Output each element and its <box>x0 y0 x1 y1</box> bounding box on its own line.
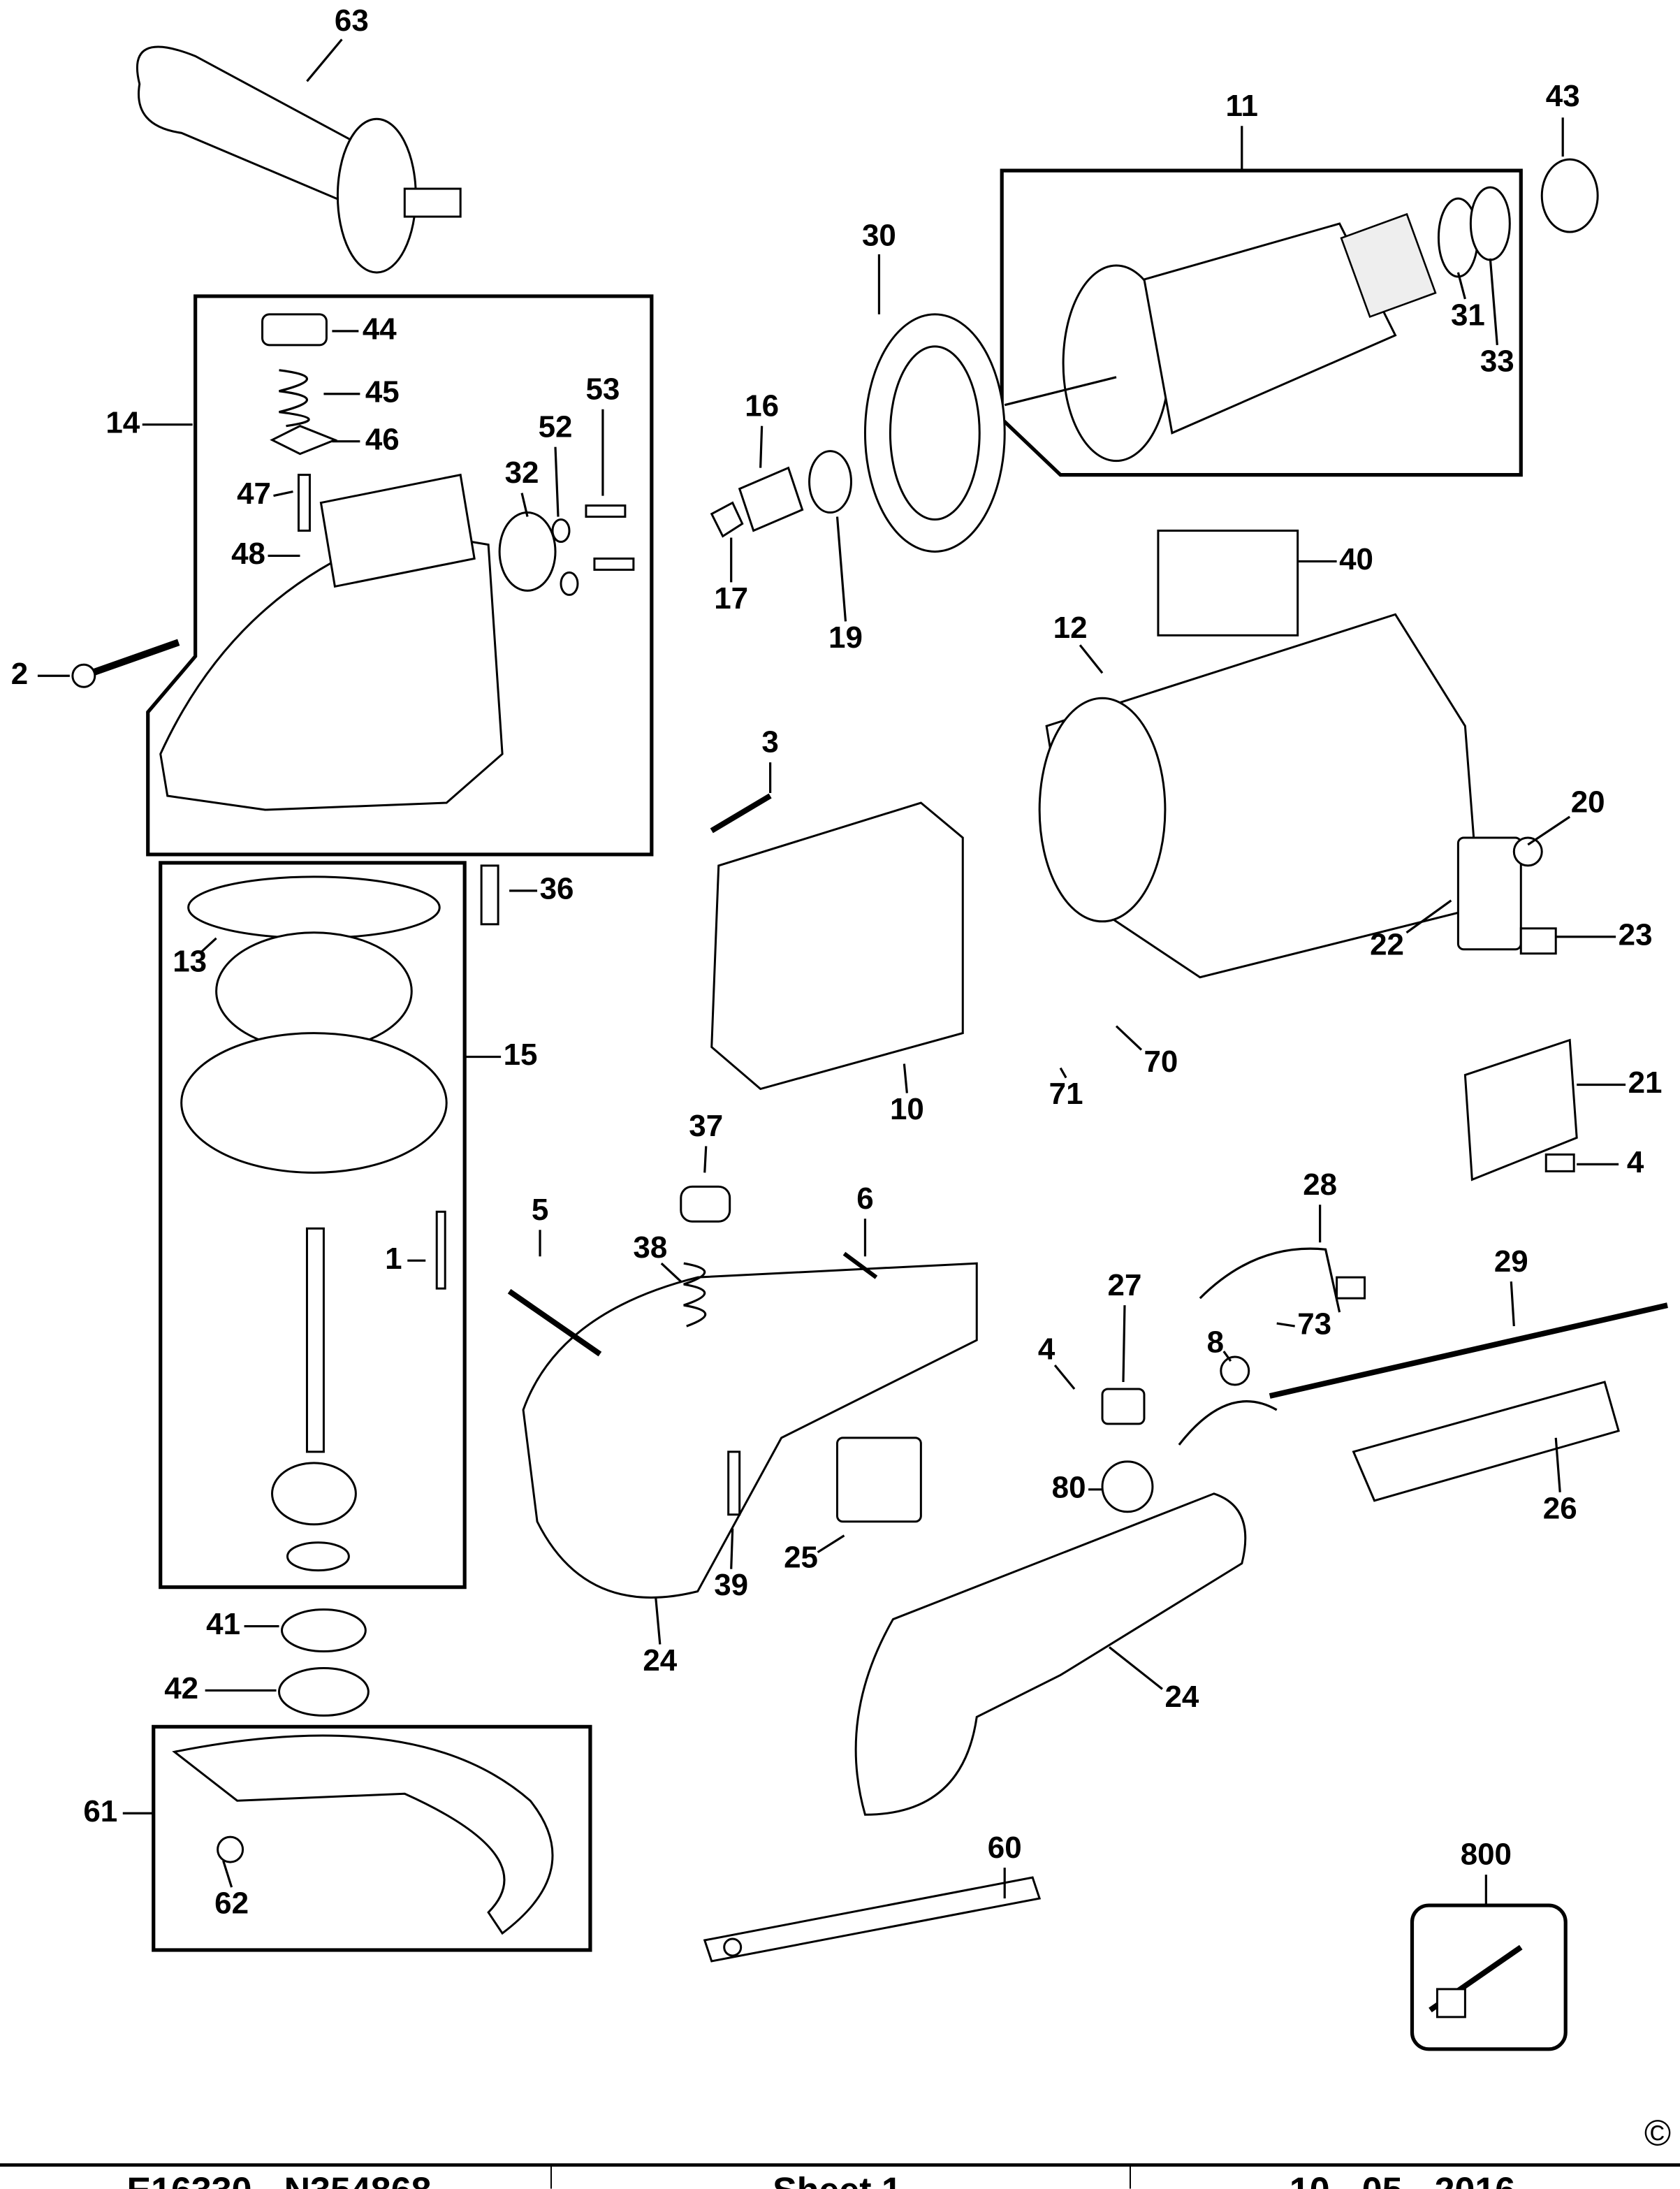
part-10-stator <box>710 793 964 1091</box>
callout: 63 <box>335 3 369 38</box>
callout: 12 <box>1053 611 1088 645</box>
callout: 5 <box>532 1193 548 1227</box>
part-30-baffle <box>863 313 1006 553</box>
model-number: E16330 - N354868 <box>127 2171 432 2189</box>
callout-labels: 63 11 43 30 31 33 14 44 45 46 47 48 53 5… <box>11 3 1663 1921</box>
callout: 28 <box>1303 1168 1337 1202</box>
callout: 52 <box>539 409 573 444</box>
callout: 21 <box>1628 1066 1663 1100</box>
part-43-bearing-cup <box>1540 158 1599 233</box>
part-63-side-handle <box>136 45 462 274</box>
part-2-screw <box>71 639 180 688</box>
leader-lines <box>37 38 1626 1906</box>
callout: 46 <box>365 422 400 456</box>
box-61-guard <box>152 1724 592 1952</box>
callout: 4 <box>1038 1332 1056 1367</box>
sheet-label: Sheet 1 <box>773 2171 902 2189</box>
box-14-gear-case <box>146 294 654 857</box>
callout: 41 <box>206 1607 240 1641</box>
callout: 22 <box>1370 927 1404 961</box>
date: 10 - 05 - 2016 <box>1290 2171 1515 2189</box>
part-16-17-19-nut-parts <box>710 450 852 538</box>
callout: 42 <box>164 1671 198 1706</box>
box-800 <box>1410 1903 1568 2051</box>
callout: 8 <box>1207 1325 1224 1360</box>
callout: 24 <box>1164 1680 1199 1714</box>
callout: 29 <box>1494 1244 1528 1279</box>
callout: 27 <box>1108 1268 1142 1302</box>
callout: 1 <box>385 1242 402 1276</box>
part-21-end-cover <box>1463 1038 1578 1181</box>
callout: 40 <box>1339 542 1373 576</box>
callout: 800 <box>1461 1838 1512 1872</box>
callout: 14 <box>105 405 140 439</box>
callout: 48 <box>231 537 265 571</box>
callout: 3 <box>761 725 778 759</box>
part-11-armature <box>1004 186 1511 463</box>
callout: 20 <box>1571 785 1605 820</box>
part-12-field-housing <box>1038 613 1480 979</box>
callout: 25 <box>784 1540 818 1574</box>
callout: 73 <box>1297 1307 1331 1341</box>
callout: 44 <box>363 312 397 346</box>
callout: 70 <box>1144 1045 1178 1079</box>
callout: 16 <box>745 388 779 423</box>
callout: 60 <box>988 1831 1022 1865</box>
part-27-28-29-26-parts <box>1101 1247 1668 1513</box>
part-24-motor-housing-half <box>507 1185 978 1599</box>
callout: 23 <box>1619 917 1653 952</box>
footer: © E16330 - N354868 Sheet 1 10 - 05 - 201… <box>0 2113 1680 2189</box>
callout: 19 <box>828 620 863 655</box>
callout: 53 <box>585 372 620 406</box>
callout: 13 <box>173 944 207 978</box>
part-14-gear-case <box>159 313 635 811</box>
box-11-armature <box>1000 168 1523 477</box>
part-60-spanner <box>703 1876 1042 1963</box>
callout: 15 <box>504 1038 538 1072</box>
part-24-handle-half <box>854 1492 1247 1816</box>
part-40-label <box>1157 530 1299 637</box>
callout: 17 <box>714 581 748 616</box>
part-800-tool <box>1429 1944 1523 2019</box>
callout: 47 <box>237 477 271 511</box>
callout: 4 <box>1627 1145 1644 1179</box>
callout: 37 <box>689 1109 723 1143</box>
copyright-mark: © <box>1644 2113 1671 2153</box>
callout: 24 <box>643 1643 677 1678</box>
callout: 45 <box>365 374 400 409</box>
box-15-spindle <box>159 861 467 1590</box>
part-61-guard <box>172 1734 554 1935</box>
callout: 11 <box>1226 89 1258 123</box>
callout: 62 <box>214 1886 249 1921</box>
callout: 39 <box>714 1568 748 1602</box>
callout: 71 <box>1049 1077 1083 1111</box>
callout: 32 <box>505 456 539 490</box>
callout: 38 <box>633 1230 667 1265</box>
callout: 33 <box>1480 344 1514 378</box>
callout: 2 <box>11 657 28 691</box>
callout: 6 <box>856 1181 873 1216</box>
callout: 43 <box>1546 79 1580 113</box>
callout: 31 <box>1451 298 1485 332</box>
callout: 26 <box>1543 1491 1577 1525</box>
callout: 36 <box>540 871 574 906</box>
callout: 30 <box>862 219 896 253</box>
callout: 80 <box>1052 1470 1086 1504</box>
part-41-42-flanges <box>278 1608 370 1717</box>
callout: 61 <box>83 1794 117 1828</box>
callout: 10 <box>890 1092 924 1126</box>
part-20-22-23-brush-parts <box>1456 836 1557 955</box>
part-15-spindle-assembly <box>180 864 499 1572</box>
